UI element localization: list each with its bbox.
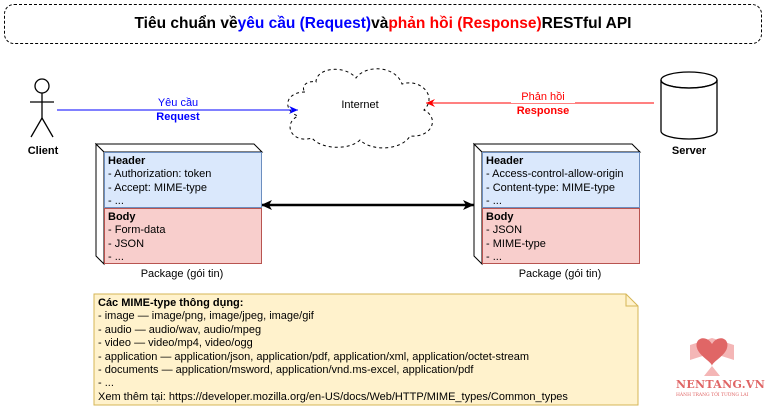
logo-name: NENTANG.VN [676,378,766,391]
mime-note-title: Các MIME-type thông dụng: [98,297,244,309]
right-package: Header - Access-control-allow-origin - C… [482,152,640,264]
left-header-title: Header [108,155,146,167]
title-request: yêu cầu (Request) [237,15,372,32]
client-actor-icon [30,78,54,138]
right-package-header: Header - Access-control-allow-origin - C… [482,152,640,208]
response-label: Phản hồi [511,91,575,103]
right-body-line: - ... [486,251,502,264]
left-header-line: - Accept: MIME-type [108,181,208,194]
title-part-1: Tiêu chuẩn về [134,15,238,32]
left-package-3d-frame [94,142,264,266]
client-label: Client [27,145,59,157]
mime-note-line: - application — application/json, applic… [98,350,530,363]
right-package-3d-frame [472,142,642,266]
left-package-caption: Package (gói tin) [140,268,224,280]
mime-note-line: - video — video/mp4, video/ogg [98,337,253,350]
response-sublabel: Response [516,105,570,117]
right-body-line: - JSON [486,224,523,237]
diagram-title: Tiêu chuẩn về yêu cầu (Request) và phản … [4,4,762,44]
internet-cloud-icon [287,68,433,149]
right-header-line: - Content-type: MIME-type [486,181,615,194]
mime-note-line: - image — image/png, image/jpeg, image/g… [98,310,314,323]
title-part-3: và [371,15,389,32]
logo-tagline: HÀNH TRANG TỚI TƯƠNG LAI [676,393,749,398]
left-body-line: - ... [108,251,124,264]
mime-note-line: - ... [98,377,114,390]
left-header-line: - Authorization: token [108,168,212,181]
mime-note-line: - documents — application/msword, applic… [98,364,474,377]
request-label: Yêu cầu [148,97,208,109]
right-header-line: - Access-control-allow-origin [486,168,624,181]
right-body-title: Body [486,211,514,223]
right-package-caption: Package (gói tin) [518,268,602,280]
right-header-line: - ... [486,195,502,208]
request-sublabel: Request [156,111,200,123]
left-body-title: Body [108,211,136,223]
right-body-line: - MIME-type [486,237,546,250]
server-label: Server [671,145,707,157]
mime-note-reference-link: Xem thêm tại: https://developer.mozilla.… [98,390,568,403]
mime-note-shape [93,293,639,406]
title-part-5: RESTful API [541,15,632,32]
right-header-title: Header [486,155,524,167]
left-body-line: - JSON [108,237,145,250]
right-package-body: Body - JSON - MIME-type - ... [482,208,640,264]
nentang-logo-icon [690,338,734,376]
left-package: Header - Authorization: token - Accept: … [104,152,262,264]
left-package-body: Body - Form-data - JSON - ... [104,208,262,264]
internet-label: Internet [341,99,379,111]
mime-note-line: - audio — audio/wav, audio/mpeg [98,323,262,336]
server-database-icon [660,71,718,140]
left-header-line: - ... [108,195,124,208]
left-body-line: - Form-data [108,224,166,237]
title-response: phản hồi (Response) [388,15,542,32]
left-package-header: Header - Authorization: token - Accept: … [104,152,262,208]
mime-types-note: Các MIME-type thông dụng: - image — imag… [94,294,638,405]
